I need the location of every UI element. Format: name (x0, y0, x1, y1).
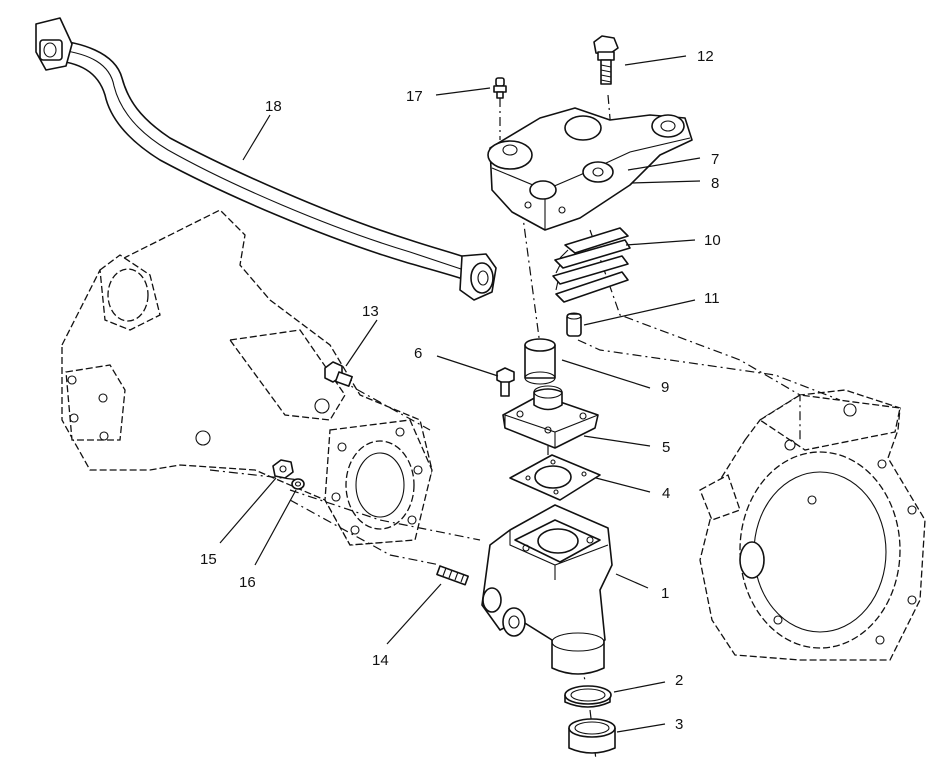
grease-fitting (493, 77, 507, 99)
callout-12: 12 (697, 48, 714, 65)
bearing-ring (568, 718, 616, 754)
bolt (593, 35, 619, 85)
axle-housing-right (699, 389, 926, 661)
callout-14: 14 (372, 652, 389, 669)
bushing (524, 338, 556, 385)
housing-bolt (324, 361, 353, 387)
callout-9: 9 (661, 379, 669, 396)
axle-housing-left (61, 209, 433, 546)
callout-8: 8 (711, 175, 719, 192)
callout-7: 7 (711, 151, 719, 168)
callout-1: 1 (661, 585, 669, 602)
callout-15: 15 (200, 551, 217, 568)
callout-2: 2 (675, 672, 683, 689)
cover-plate (502, 385, 599, 449)
callout-11: 11 (704, 290, 720, 307)
leader-lines (219, 55, 701, 733)
callout-3: 3 (675, 716, 683, 733)
stabilizer-bar (35, 17, 497, 301)
callout-10: 10 (704, 232, 721, 249)
lock-washer (291, 478, 305, 490)
shims (552, 227, 631, 303)
callout-17: 17 (406, 88, 423, 105)
gasket (509, 454, 601, 501)
callout-labels: 1 2 3 4 5 6 7 8 9 10 11 12 13 14 15 16 1… (200, 48, 721, 733)
callout-4: 4 (662, 485, 670, 502)
mounting-bracket (487, 107, 693, 231)
nut (272, 459, 294, 479)
callout-13: 13 (362, 303, 379, 320)
callout-16: 16 (239, 574, 256, 591)
steering-knuckle (481, 504, 613, 675)
callout-6: 6 (414, 345, 422, 362)
seal-ring (564, 685, 612, 708)
callout-18: 18 (265, 98, 282, 115)
dowel-pin (566, 312, 582, 337)
cap-bolt (496, 367, 515, 397)
callout-5: 5 (662, 439, 670, 456)
stud (436, 565, 469, 586)
